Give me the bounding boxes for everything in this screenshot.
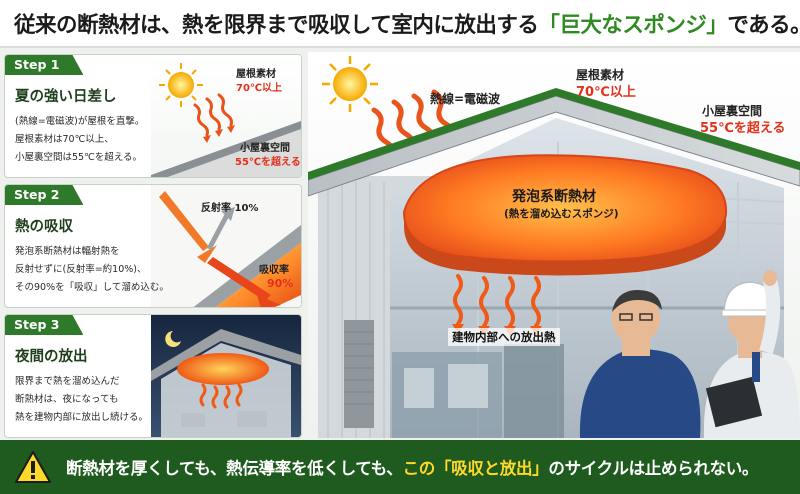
step-3-tag: Step 3 bbox=[5, 315, 84, 335]
step-2-body-line: 反射せずに(反射率=約10%)、 bbox=[15, 264, 147, 275]
step-3-body-line: 断熱材は、夜になっても bbox=[15, 394, 119, 405]
release-heat-icon bbox=[453, 274, 541, 328]
title-text: 従来の断熱材は、熱を限界まで吸収して室内に放出する bbox=[14, 12, 539, 38]
step-2-absorb-pct: 90% bbox=[267, 277, 294, 290]
moon-icon bbox=[165, 331, 181, 347]
step-2-heading: 熱の吸収 bbox=[15, 219, 73, 235]
worker-left bbox=[579, 290, 701, 438]
scene-attic-temp: 55℃を超える bbox=[700, 121, 786, 136]
step-1-panel: Step 1 夏の強い日差し (熱線=電磁波)が屋根を直撃。 屋根素材は70℃以… bbox=[4, 54, 302, 178]
step-2-absorb-label: 吸収率 bbox=[259, 265, 289, 276]
step-1-body: (熱線=電磁波)が屋根を直撃。 屋根素材は70℃以上、 小屋裏空間は55℃を超え… bbox=[15, 113, 144, 167]
foam-title: 発泡系断熱材 bbox=[512, 189, 596, 205]
step-2-illustration bbox=[151, 185, 301, 307]
step-2-body-line: 発泡系断熱材は輻射熱を bbox=[15, 246, 120, 257]
step-1-roof-temp: 70℃以上 bbox=[236, 83, 283, 94]
step-3-body-line: 熱を建物内部に放出し続ける。 bbox=[15, 412, 149, 423]
sun-icon bbox=[322, 56, 378, 112]
step-2-tag: Step 2 bbox=[5, 185, 84, 205]
banner-text: 断熱材を厚くしても、熱伝導率を低くしても、 bbox=[66, 459, 403, 478]
step-1-roof-label: 屋根素材 bbox=[236, 69, 276, 80]
heat-wave-icon bbox=[193, 93, 233, 137]
step-1-attic-temp: 55℃を超える bbox=[235, 157, 301, 168]
step-3-body: 限界まで熱を溜め込んだ 断熱材は、夜になっても 熱を建物内部に放出し続ける。 bbox=[15, 373, 148, 427]
step-1-body-line: 屋根素材は70℃以上、 bbox=[15, 134, 114, 145]
page-title: 従来の断熱材は、熱を限界まで吸収して室内に放出する「巨大なスポンジ」である。 bbox=[14, 8, 800, 39]
banner-highlight: この「吸収と放出」 bbox=[402, 459, 549, 478]
factory-illustration bbox=[308, 52, 800, 438]
step-3-illustration bbox=[151, 315, 301, 437]
step-1-body-line: 小屋裏空間は55℃を超える。 bbox=[15, 152, 142, 163]
title-highlight: 「巨大なスポンジ」 bbox=[538, 12, 728, 38]
step-1-body-line: (熱線=電磁波)が屋根を直撃。 bbox=[15, 116, 145, 127]
banner-suffix: のサイクルは止められない。 bbox=[548, 459, 759, 478]
worker-right bbox=[703, 270, 800, 438]
step-3-body-line: 限界まで熱を溜め込んだ bbox=[15, 376, 120, 387]
steps-column: Step 1 夏の強い日差し (熱線=電磁波)が屋根を直撃。 屋根素材は70℃以… bbox=[4, 54, 302, 438]
banner-message: 断熱材を厚くしても、熱伝導率を低くしても、この「吸収と放出」のサイクルは止められ… bbox=[66, 455, 758, 479]
step-2-body: 発泡系断熱材は輻射熱を 反射せずに(反射率=約10%)、 その90%を「吸収」し… bbox=[15, 243, 169, 297]
step-3-panel: Step 3 夜間の放出 限界まで熱を溜め込んだ 断熱材は、夜になっても 熱を建… bbox=[4, 314, 302, 438]
scene-attic-label: 小屋裏空間 bbox=[702, 104, 763, 118]
warning-icon bbox=[15, 451, 51, 483]
step-1-attic-label: 小屋裏空間 bbox=[240, 143, 290, 154]
title-suffix: である。 bbox=[727, 12, 800, 38]
step-2-panel: Step 2 熱の吸収 発泡系断熱材は輻射熱を 反射せずに(反射率=約10%)、… bbox=[4, 184, 302, 308]
release-heat-label: 建物内部への放出熱 bbox=[448, 328, 560, 346]
title-bar: 従来の断熱材は、熱を限界まで吸収して室内に放出する「巨大なスポンジ」である。 bbox=[0, 0, 800, 48]
step-2-body-line: その90%を「吸収」して溜め込む。 bbox=[15, 282, 169, 293]
sun-icon bbox=[159, 63, 203, 107]
scene-roof-temp: 70℃以上 bbox=[576, 85, 636, 100]
scene-heatwave-label: 熱線=電磁波 bbox=[430, 92, 501, 106]
step-3-heading: 夜間の放出 bbox=[15, 349, 88, 365]
factory-scene: 熱線=電磁波 屋根素材 70℃以上 小屋裏空間 55℃を超える 発泡系断熱材 (… bbox=[308, 52, 800, 438]
foam-subtitle: (熱を溜め込むスポンジ) bbox=[504, 208, 619, 220]
bottom-banner: 断熱材を厚くしても、熱伝導率を低くしても、この「吸収と放出」のサイクルは止められ… bbox=[0, 440, 800, 494]
step-1-tag: Step 1 bbox=[5, 55, 84, 75]
step-2-reflect-label: 反射率 10% bbox=[201, 203, 259, 214]
scene-roof-label: 屋根素材 bbox=[576, 68, 625, 82]
step-1-illustration bbox=[151, 55, 301, 177]
step-1-heading: 夏の強い日差し bbox=[15, 89, 117, 105]
